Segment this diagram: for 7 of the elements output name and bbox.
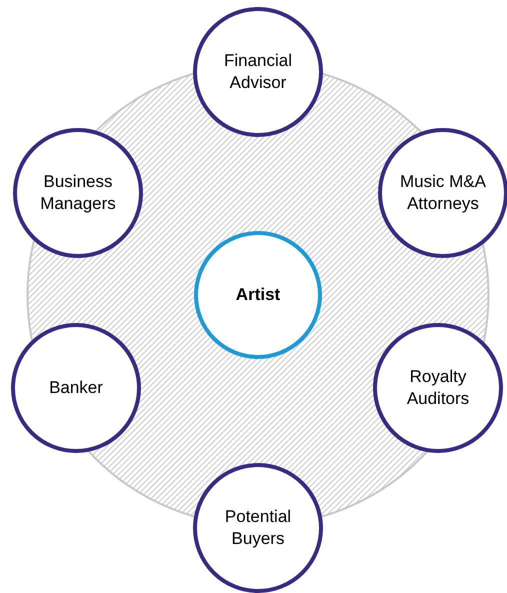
node-label: Business Managers [39, 171, 117, 215]
node-label: Potential Buyers [224, 506, 292, 550]
node-label: Royalty Auditors [406, 366, 470, 410]
node-label: Artist [236, 284, 280, 306]
node-label: Financial Advisor [222, 50, 294, 94]
node-label: Music M&A Attorneys [399, 171, 487, 215]
node-label: Banker [49, 377, 103, 399]
